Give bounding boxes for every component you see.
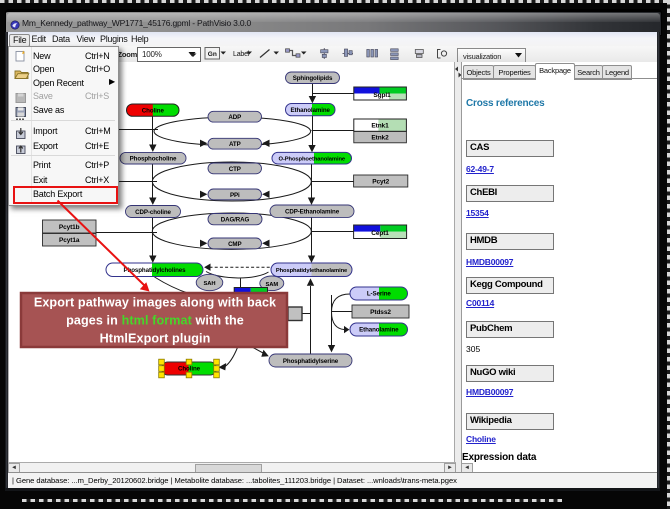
- svg-text:O-Phosphoethanolamine: O-Phosphoethanolamine: [279, 157, 346, 163]
- svg-text:Phosphatidylserine: Phosphatidylserine: [283, 358, 339, 365]
- svg-text:Pcyt2: Pcyt2: [372, 179, 389, 186]
- svg-text:ATP: ATP: [229, 141, 241, 148]
- svg-text:Ptdss2: Ptdss2: [370, 309, 391, 316]
- svg-text:SAH: SAH: [204, 281, 216, 287]
- svg-text:PPi: PPi: [230, 192, 240, 199]
- svg-text:CDP-Ethanolamine: CDP-Ethanolamine: [285, 209, 340, 216]
- svg-text:Pcyt1b: Pcyt1b: [59, 224, 80, 231]
- svg-text:CMP: CMP: [228, 241, 241, 248]
- svg-text:Export pathway images along wi: Export pathway images along with back: [34, 296, 277, 310]
- svg-text:Gn: Gn: [208, 51, 217, 58]
- svg-text:Phosphocholine: Phosphocholine: [130, 156, 177, 163]
- svg-text:pages in html format with the: pages in html format with the: [66, 314, 244, 328]
- svg-text:HtmlExport plugin: HtmlExport plugin: [100, 332, 211, 346]
- svg-text:Cept1: Cept1: [371, 230, 389, 237]
- svg-text:Choline: Choline: [178, 366, 201, 373]
- svg-text:DAG/RAG: DAG/RAG: [221, 217, 250, 224]
- svg-text:Phosphatidylcholines: Phosphatidylcholines: [124, 267, 187, 274]
- svg-text:Sphingolipids: Sphingolipids: [293, 75, 333, 82]
- svg-text:Pcyt1a: Pcyt1a: [59, 237, 80, 244]
- svg-text:Etnk1: Etnk1: [371, 122, 389, 129]
- svg-text:SAM: SAM: [266, 282, 279, 288]
- svg-text:Label: Label: [233, 51, 250, 58]
- svg-text:CTP: CTP: [229, 166, 241, 173]
- svg-text:CDP-choline: CDP-choline: [135, 209, 171, 216]
- svg-text:Ethanolamine: Ethanolamine: [359, 327, 399, 334]
- svg-text:L-Serine: L-Serine: [367, 291, 392, 298]
- svg-text:Sgpl1: Sgpl1: [373, 92, 391, 99]
- svg-text:Choline: Choline: [142, 107, 165, 114]
- svg-text:ADP: ADP: [228, 114, 241, 121]
- svg-text:Etnk2: Etnk2: [371, 135, 389, 142]
- svg-text:Phosphatidylethanolamine: Phosphatidylethanolamine: [276, 268, 348, 274]
- svg-text:Ethanolamine: Ethanolamine: [291, 107, 331, 114]
